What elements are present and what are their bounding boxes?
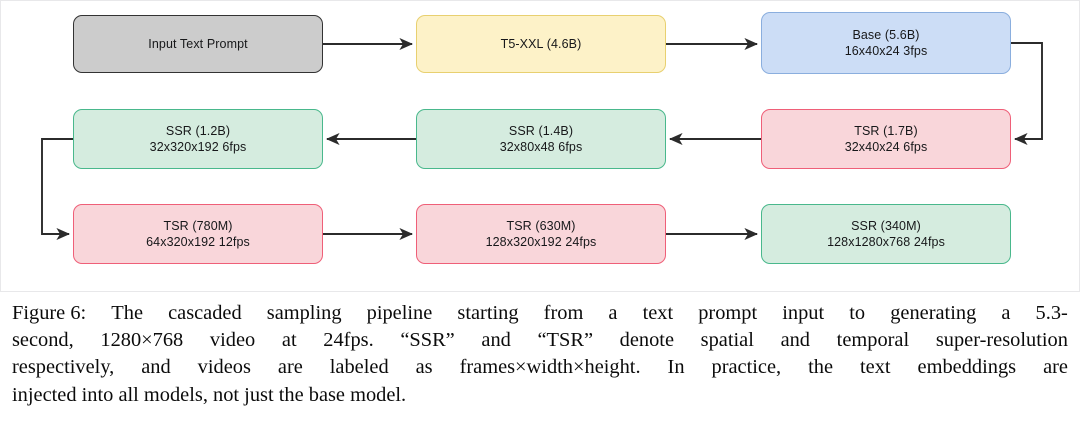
edge-ssr12-to-tsr780 xyxy=(41,138,73,241)
caption-word: pipeline xyxy=(366,302,433,324)
caption-word: the xyxy=(808,356,834,379)
pipeline-diagram: Input Text Prompt T5-XXL (4.6B) Base (5.6B… xyxy=(1,1,1080,293)
node-title: TSR (630M) xyxy=(506,218,576,233)
caption-word: and xyxy=(481,329,511,352)
node-subtitle: 128x1280x768 24fps xyxy=(827,235,945,249)
node-title: T5-XXL (4.6B) xyxy=(500,36,582,51)
caption-word: Figure 6: xyxy=(12,302,87,324)
node-title: TSR (1.7B) xyxy=(854,123,918,138)
diagram-connectors-layer xyxy=(41,37,1043,241)
node-base[interactable]: Base (5.6B) 16x40x24 3fps xyxy=(761,12,1011,74)
caption-word: text xyxy=(642,302,674,324)
caption-word: at xyxy=(281,329,297,352)
caption-word: starting xyxy=(457,302,519,324)
caption-word: video xyxy=(209,329,256,352)
node-title: SSR (1.4B) xyxy=(508,123,574,138)
node-subtitle: 32x320x192 6fps xyxy=(149,140,247,154)
node-subtitle: 64x320x192 12fps xyxy=(146,235,250,249)
node-subtitle: 32x40x24 6fps xyxy=(844,140,928,154)
figure-panel: Input Text Prompt T5-XXL (4.6B) Base (5.6B… xyxy=(0,0,1080,292)
caption-word: frames×width×height. xyxy=(459,356,641,379)
caption-word: text xyxy=(860,356,891,379)
edges-group xyxy=(41,37,1043,241)
caption-word: prompt xyxy=(698,302,758,324)
node-title: Base (5.6B) xyxy=(852,27,920,42)
caption-word: The xyxy=(111,302,143,324)
caption-line-4: injected into all models, not just the b… xyxy=(12,383,407,406)
caption-word: sampling xyxy=(266,302,342,324)
node-ssr-340m[interactable]: SSR (340M) 128x1280x768 24fps xyxy=(761,204,1011,264)
caption-word: to xyxy=(849,302,866,324)
caption-word: 1280×768 xyxy=(100,329,184,352)
edge-base-to-tsr17 xyxy=(1011,42,1043,146)
node-ssr-1-2b[interactable]: SSR (1.2B) 32x320x192 6fps xyxy=(73,109,323,169)
caption-word: spatial xyxy=(700,329,754,352)
caption-word: practice, xyxy=(711,356,782,379)
node-input-text-prompt[interactable]: Input Text Prompt xyxy=(73,15,323,73)
node-subtitle: 16x40x24 3fps xyxy=(844,44,928,58)
node-tsr-1-7b[interactable]: TSR (1.7B) 32x40x24 6fps xyxy=(761,109,1011,169)
caption-word: second, xyxy=(12,329,74,352)
caption-word: In xyxy=(667,356,685,379)
caption-word: embeddings xyxy=(917,356,1017,379)
caption-line-3: respectively, and videos are labeled as frames… xyxy=(12,354,1068,381)
caption-word: are xyxy=(1043,356,1068,379)
caption-word: a xyxy=(608,302,618,324)
caption-word: “SSR” xyxy=(400,329,455,352)
caption-word: as xyxy=(415,356,433,379)
node-ssr-1-4b[interactable]: SSR (1.4B) 32x80x48 6fps xyxy=(416,109,666,169)
caption-word: cascaded xyxy=(168,302,242,324)
node-tsr-780m[interactable]: TSR (780M) 64x320x192 12fps xyxy=(73,204,323,264)
caption-word: a xyxy=(1001,302,1011,324)
caption-word: and xyxy=(780,329,811,352)
caption-line-2: second, 1280×768 video at 24fps. “SSR” and “TSR… xyxy=(12,327,1068,354)
node-title: SSR (340M) xyxy=(851,218,921,233)
caption-word: are xyxy=(277,356,303,379)
caption-word: temporal xyxy=(836,329,910,352)
node-tsr-630m[interactable]: TSR (630M) 128x320x192 24fps xyxy=(416,204,666,264)
node-subtitle: 128x320x192 24fps xyxy=(485,235,597,249)
node-subtitle: 32x80x48 6fps xyxy=(499,140,583,154)
caption-word: from xyxy=(543,302,584,324)
figure-caption: Figure 6: The cascaded sampling pipeline star… xyxy=(12,300,1068,409)
caption-word: input xyxy=(782,302,825,324)
caption-word: super-resolution xyxy=(935,329,1068,352)
caption-word: labeled xyxy=(329,356,389,379)
caption-word: videos xyxy=(197,356,251,379)
node-title: TSR (780M) xyxy=(163,218,233,233)
caption-word: 24fps. xyxy=(323,329,374,352)
caption-word: respectively, xyxy=(12,356,115,379)
caption-word: denote xyxy=(619,329,675,352)
caption-word: “TSR” xyxy=(537,329,594,352)
caption-word: and xyxy=(141,356,171,379)
node-title: SSR (1.2B) xyxy=(165,123,231,138)
node-title: Input Text Prompt xyxy=(148,36,248,51)
node-t5-xxl[interactable]: T5-XXL (4.6B) xyxy=(416,15,666,73)
caption-word: generating xyxy=(890,302,977,324)
caption-word: 5.3- xyxy=(1035,302,1068,324)
caption-line-1: Figure 6: The cascaded sampling pipeline star… xyxy=(12,300,1068,327)
